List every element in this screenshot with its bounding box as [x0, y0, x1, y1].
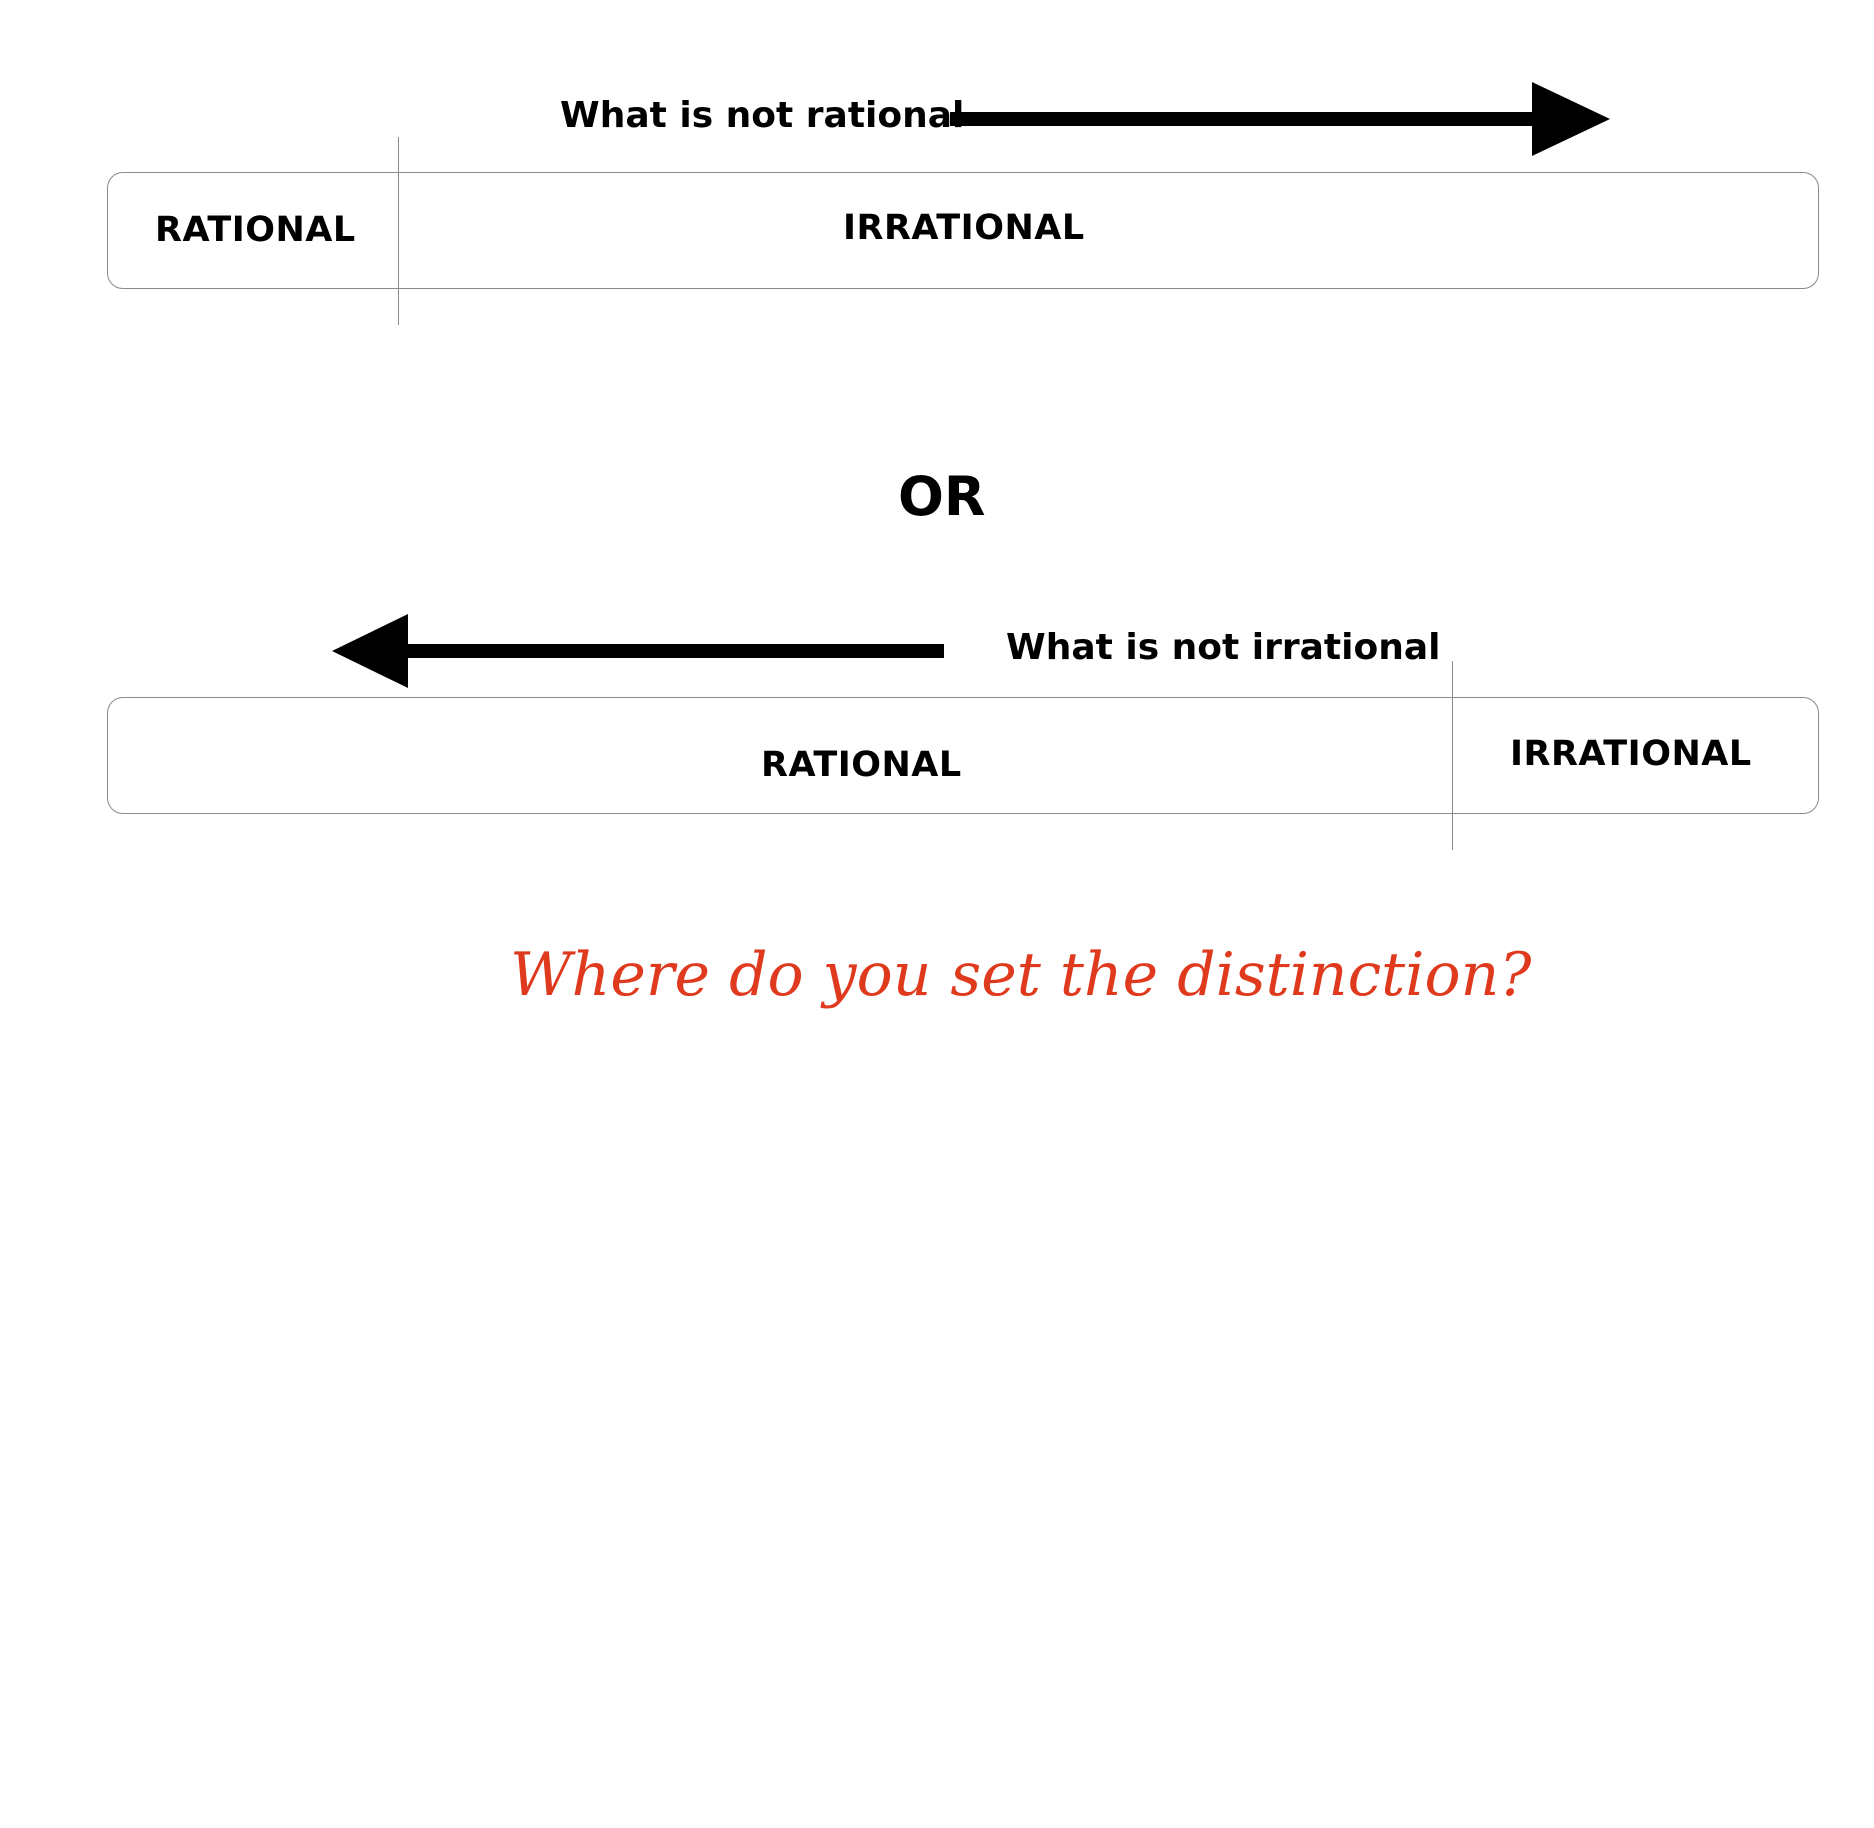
or-separator: OR — [898, 465, 986, 528]
bottom-scale-box — [107, 697, 1819, 814]
right-arrow-icon — [950, 82, 1610, 156]
bottom-scale-divider — [1452, 661, 1453, 850]
distinction-question: Where do you set the distinction? — [510, 940, 1532, 1010]
top-scale-box — [107, 172, 1819, 289]
top-scale-divider — [398, 137, 399, 325]
top-rational-label: RATIONAL — [155, 210, 356, 250]
bottom-arrow-label: What is not irrational — [1006, 627, 1441, 668]
top-arrow-label: What is not rational — [560, 95, 965, 136]
bottom-rational-label: RATIONAL — [761, 745, 962, 785]
left-arrow-icon — [332, 614, 944, 688]
top-irrational-label: IRRATIONAL — [843, 208, 1085, 248]
bottom-irrational-label: IRRATIONAL — [1510, 734, 1752, 774]
